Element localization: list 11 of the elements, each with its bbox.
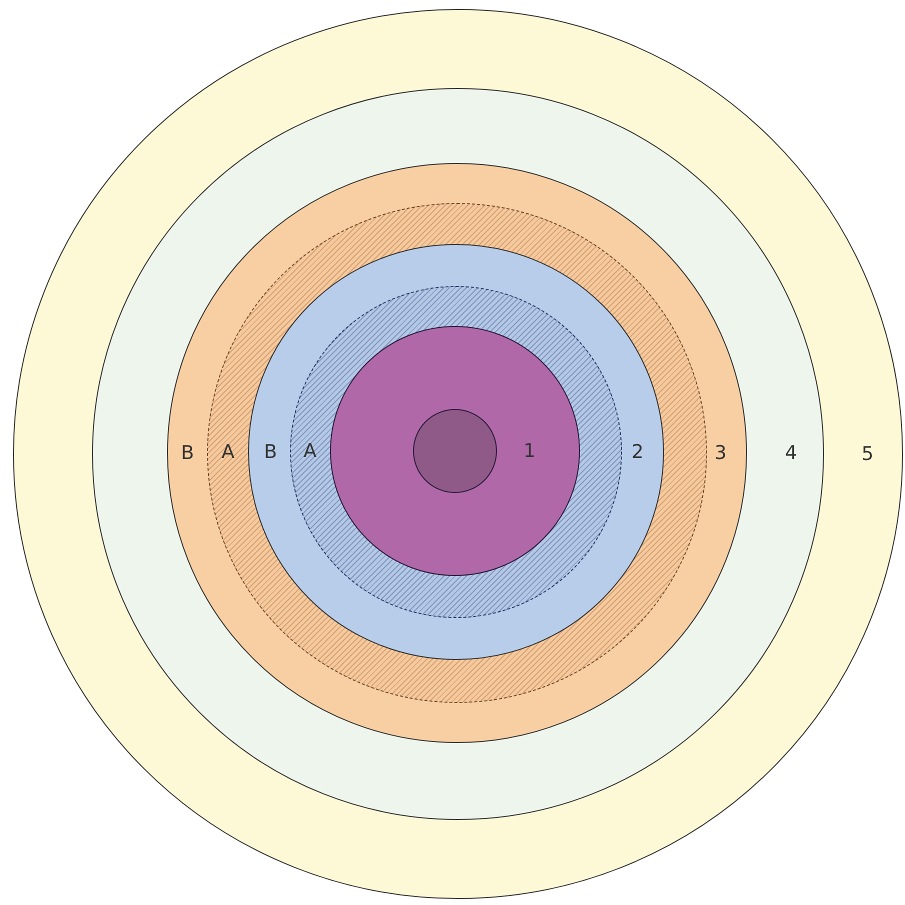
zone-letter: A <box>304 440 316 462</box>
zone-letter: B <box>264 440 278 462</box>
ring-number: 2 <box>631 440 644 462</box>
zone-letter: B <box>180 442 194 464</box>
ring-number: 4 <box>784 442 798 464</box>
ring-number: 3 <box>714 442 727 464</box>
ring <box>330 326 580 576</box>
ring <box>248 244 664 660</box>
ring-number: 1 <box>523 440 536 462</box>
zone-letter: A <box>222 441 234 463</box>
ring-number: 5 <box>861 442 874 464</box>
